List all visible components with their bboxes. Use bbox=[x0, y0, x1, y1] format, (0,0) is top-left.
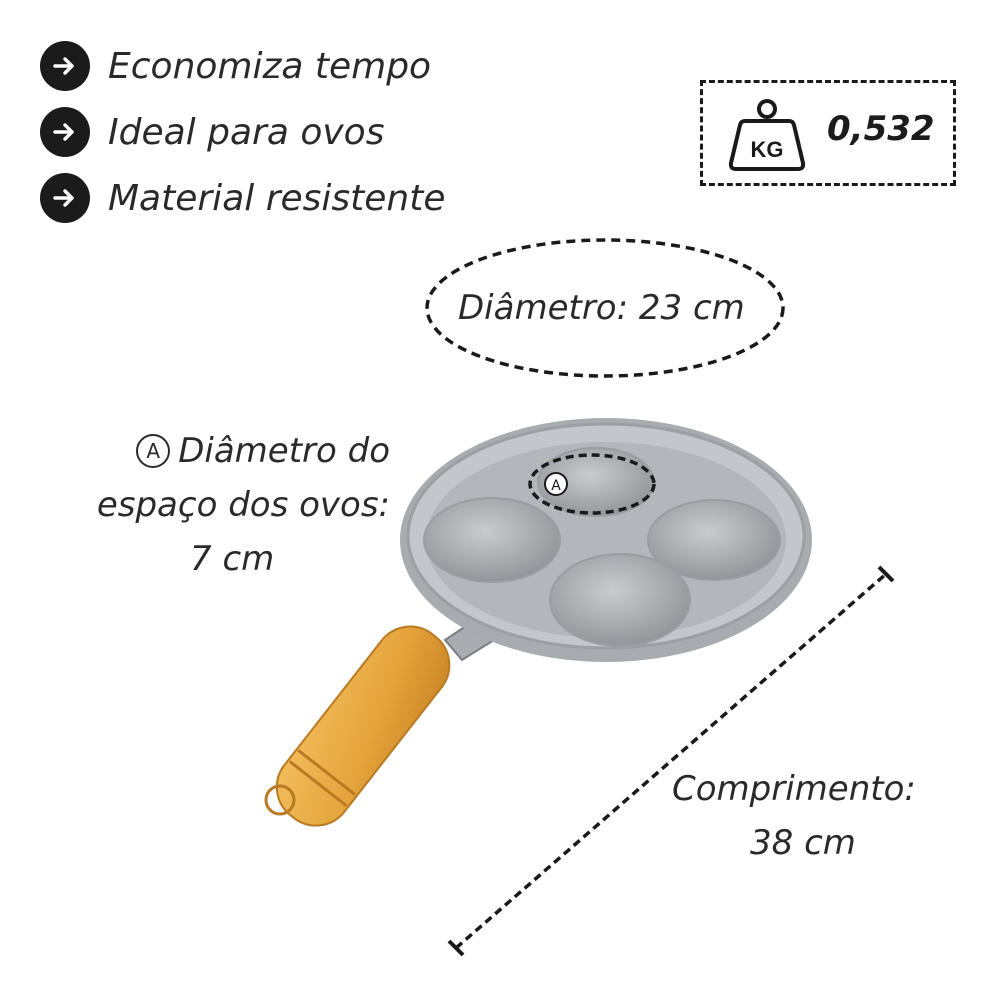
feature-list: Economiza tempo Ideal para ovos Material… bbox=[40, 40, 446, 238]
arrow-right-icon bbox=[40, 41, 90, 91]
length-dimension-line bbox=[447, 565, 895, 957]
egg-cavity-marker bbox=[544, 472, 568, 496]
weight-icon: KG bbox=[728, 99, 806, 171]
diameter-total-label: Diâmetro: 23 cm bbox=[458, 288, 745, 328]
feature-label: Economiza tempo bbox=[108, 45, 432, 87]
egg-space-line-3: 7 cm bbox=[190, 539, 275, 579]
length-label: Comprimento: 38 cm bbox=[672, 762, 932, 870]
feature-item: Material resistente bbox=[40, 172, 446, 224]
egg-cavity-marker-text: A bbox=[551, 478, 561, 494]
feature-label: Material resistente bbox=[108, 177, 446, 219]
weight-value: 0,532 bbox=[827, 109, 935, 149]
feature-item: Ideal para ovos bbox=[40, 106, 446, 158]
handle-end-cap bbox=[264, 784, 296, 816]
arrow-right-icon bbox=[40, 173, 90, 223]
length-line-1: Comprimento: bbox=[672, 769, 916, 809]
length-line-2: 38 cm bbox=[750, 823, 856, 863]
egg-cavity-outline bbox=[528, 453, 656, 515]
wooden-handle bbox=[275, 625, 451, 827]
diameter-total-outline bbox=[425, 238, 785, 378]
weight-box: KG 0,532 bbox=[700, 80, 956, 186]
circled-a-marker: A bbox=[136, 434, 171, 468]
weight-unit-text: KG bbox=[751, 137, 784, 162]
feature-item: Economiza tempo bbox=[40, 40, 446, 92]
feature-label: Ideal para ovos bbox=[108, 111, 385, 153]
egg-space-line-2: espaço dos ovos: bbox=[96, 485, 390, 525]
arrow-right-icon bbox=[40, 107, 90, 157]
pan-body bbox=[400, 418, 812, 662]
